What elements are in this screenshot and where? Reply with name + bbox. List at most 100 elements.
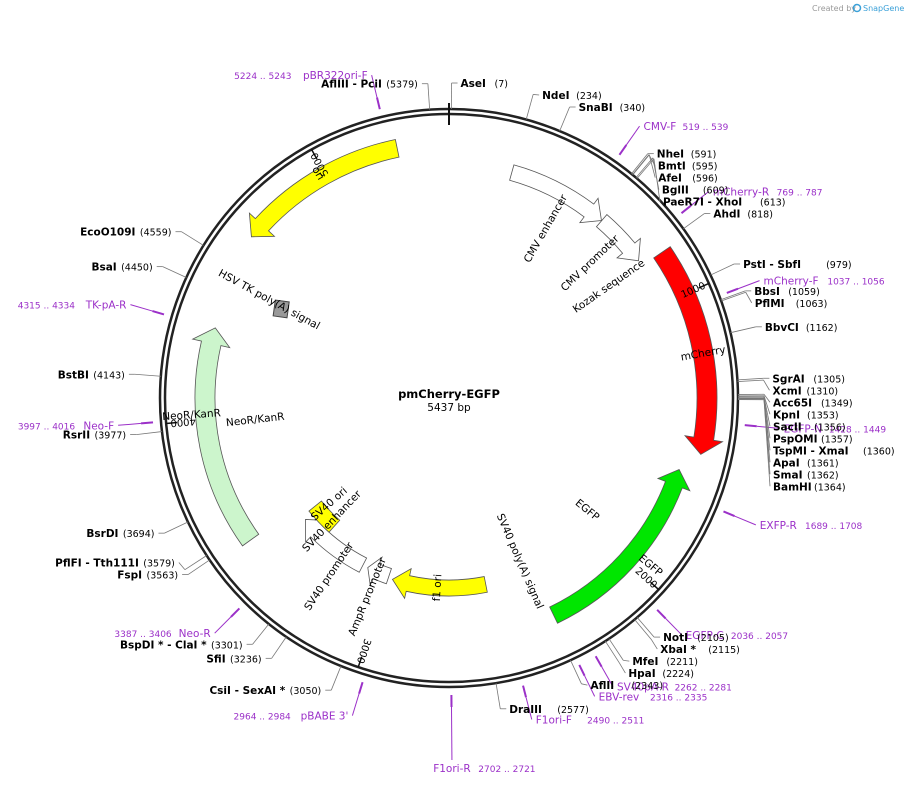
site-tick-rsrii [136, 431, 163, 435]
site-tick-bglii [635, 157, 654, 178]
site-name-tspmi-xmai: TspMI - XmaI [773, 445, 849, 457]
credit-prefix: Created by [812, 4, 856, 13]
primer-range-f1ori-f: 2490 .. 2511 [587, 717, 644, 727]
site-name-psti-sbfi: PstI - SbfI [743, 259, 801, 271]
primer-leader-ebv-rev [584, 675, 596, 697]
plasmid-name: pmCherry-EGFP [398, 387, 500, 401]
site-pos-nhei: (591) [691, 150, 717, 161]
site-leader-afei [648, 154, 656, 178]
site-name-hpai: HpaI [628, 668, 655, 680]
site-tick-hpai [604, 640, 620, 664]
site-pos-hpai: (2224) [662, 669, 694, 680]
feature-egfp [549, 469, 691, 624]
tick-4000 [166, 421, 178, 425]
site-name-sacii: SacII [773, 421, 802, 433]
site-name-bmti: BmtI [658, 161, 686, 173]
site-pos-pspomi: (1357) [821, 434, 853, 445]
site-pos-mfei: (2211) [666, 657, 698, 668]
site-name-bbsi: BbsI [754, 286, 780, 298]
site-name-afei: AfeI [658, 173, 682, 185]
tick-1000 [698, 282, 710, 289]
primer-mark-cmv-f [618, 144, 628, 156]
primer-mark-egfp-c [656, 609, 667, 620]
site-pos-ahdi: (818) [747, 210, 773, 221]
site-name-snabi: SnaBI [579, 102, 613, 114]
primer-mark-pbr322ori-f [376, 97, 381, 110]
primer-range-exfp-r: 1689 .. 1708 [805, 522, 863, 532]
site-tick-mfei [608, 638, 624, 661]
site-name-pflmi: PflMI [755, 298, 785, 310]
site-pos-afei: (596) [692, 174, 718, 185]
site-tick-sfii [271, 636, 287, 659]
primer-mark-sv40pa-r [594, 655, 603, 668]
site-leader-bamhi [763, 399, 771, 487]
primer-leader-f1ori-f [525, 697, 533, 720]
site-tick-pflmi [721, 291, 746, 302]
primer-range-pbabe-3: 2964 .. 2984 [234, 713, 292, 723]
site-tick-bsai [162, 266, 187, 278]
site-pos-csii-sexai: (3050) [290, 686, 322, 697]
site-pos-smai: (1362) [807, 470, 839, 481]
site-pos-draiii: (2577) [557, 705, 589, 716]
feature-sv40-ori [308, 500, 341, 533]
primer-mark-f1ori-f [522, 685, 527, 698]
primer-label-mcherry-r: mCherry-R [713, 186, 769, 198]
site-pos-sgrai: (1305) [813, 374, 845, 385]
site-tick-nhei [631, 153, 649, 175]
site-name-ecoo109i: EcoO109I [80, 227, 135, 239]
site-name-aflii: AflII [590, 680, 614, 692]
site-name-csii-sexai: CsiI - SexAI * [209, 685, 285, 697]
site-leader-hpai [619, 662, 626, 674]
site-leader-xcmi [763, 379, 770, 391]
primer-leader-pbabe-3 [351, 693, 360, 716]
primer-range-neo-f: 3997 .. 4016 [18, 422, 76, 432]
site-pos-rsrii: (3977) [95, 431, 127, 442]
plasmid-size: 5437 bp [427, 402, 471, 414]
primer-range-f1ori-r: 2702 .. 2721 [478, 765, 535, 775]
feature-label-hsv-tk-poly-a-signal: HSV TK poly(A) signal [216, 267, 322, 332]
primer-mark-pbabe-3 [358, 681, 364, 694]
site-pos-psti-sbfi: (979) [826, 260, 852, 271]
primer-label-exfp-r: EXFP-R [760, 520, 797, 532]
feature-f1-ori [391, 567, 488, 600]
site-name-bsrdi: BsrDI [86, 528, 118, 540]
site-pos-paer7i-xhoi: (613) [760, 198, 786, 209]
site-name-xbai: XbaI * [660, 644, 696, 656]
primer-label-neo-f: Neo-F [83, 420, 114, 432]
site-pos-sfii: (3236) [230, 654, 262, 665]
site-name-draiii: DraIII [509, 704, 542, 716]
sites-layer: AflIII - PciI(5379)AseI(7)NdeI(234)SnaBI… [55, 78, 894, 716]
site-name-nhei: NheI [657, 149, 684, 161]
primer-range-egfp-c: 2036 .. 2057 [731, 632, 788, 642]
primer-label-f1ori-r: F1ori-R [433, 763, 470, 775]
primer-label-mcherry-f: mCherry-F [764, 276, 819, 288]
primer-leader-exfp-r [734, 515, 757, 526]
site-name-bstbi: BstBI [58, 369, 89, 381]
primer-mark-mcherry-f [726, 287, 739, 294]
feature-cmv-promoter [595, 214, 641, 262]
site-tick-ndei [525, 94, 534, 120]
feature-mcherry [653, 246, 724, 455]
site-pos-acc65i: (1349) [821, 398, 853, 409]
site-leader-pflfi-tth111i [178, 562, 186, 570]
primer-range-cmv-f: 519 .. 539 [683, 123, 729, 133]
primer-range-sv40pa-r: 2262 .. 2281 [675, 684, 732, 694]
site-pos-bsrdi: (3694) [123, 529, 155, 540]
primer-range-tk-pa-r: 4315 .. 4334 [18, 302, 76, 312]
site-tick-bbvci [730, 326, 756, 334]
site-pos-fspi: (3563) [147, 571, 179, 582]
primer-label-tk-pa-r: TK-pA-R [85, 300, 127, 312]
credit-brand: SnapGene [863, 4, 904, 13]
site-leader-aflii [581, 683, 588, 686]
feature-label-cmv-enhancer: CMV enhancer [522, 192, 571, 265]
site-name-ahdi: AhdI [713, 209, 740, 221]
primer-leader-mcherry-r [690, 190, 710, 207]
feature-label-neor-kanr: NeoR/KanR [162, 407, 221, 423]
site-pos-ndei: (234) [576, 91, 602, 102]
primer-range-mcherry-f: 1037 .. 1056 [827, 278, 885, 288]
site-leader-mfei [623, 659, 630, 662]
site-pos-xcmi: (1310) [806, 386, 838, 397]
site-tick-bspdi-clai [252, 623, 270, 645]
